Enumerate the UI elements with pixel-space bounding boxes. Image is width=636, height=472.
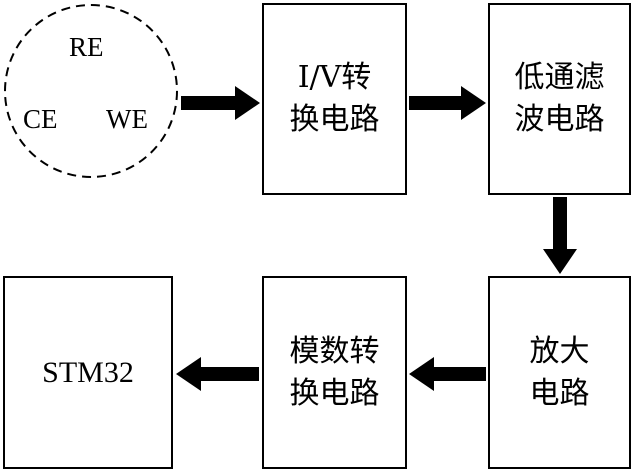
electrode-label-we: WE [106,104,148,134]
electrode-label-ce: CE [23,104,58,134]
stm32-block: STM32 [3,276,173,469]
arrow-adc-to-stm32 [176,357,259,391]
arrow-lowpass-to-amplifier [543,197,577,274]
iv-converter-line-2: 换电路 [289,102,380,137]
iv-converter-line-1: I/V转 [297,60,372,95]
lowpass-filter-line-1: 低通滤 [514,60,605,95]
adc-block: 模数转 换电路 [262,276,407,469]
adc-line-1: 模数转 [289,333,380,369]
amplifier-line-2: 电路 [529,375,590,411]
electrode-cell: RE CE WE [3,3,179,179]
amplifier-line-1: 放大 [529,333,590,369]
lowpass-filter-line-2: 波电路 [514,102,605,137]
electrode-label-re: RE [69,32,104,62]
lowpass-filter-block: 低通滤 波电路 [488,3,631,195]
arrow-iv-to-lowpass [409,86,486,120]
amplifier-block: 放大 电路 [488,276,631,469]
adc-line-2: 换电路 [289,375,380,411]
electrode-circle [4,4,178,178]
iv-converter-block: I/V转 换电路 [262,3,407,195]
stm32-label: STM32 [42,355,134,389]
arrow-amplifier-to-adc [409,357,486,391]
arrow-electrode-to-iv [181,86,260,120]
